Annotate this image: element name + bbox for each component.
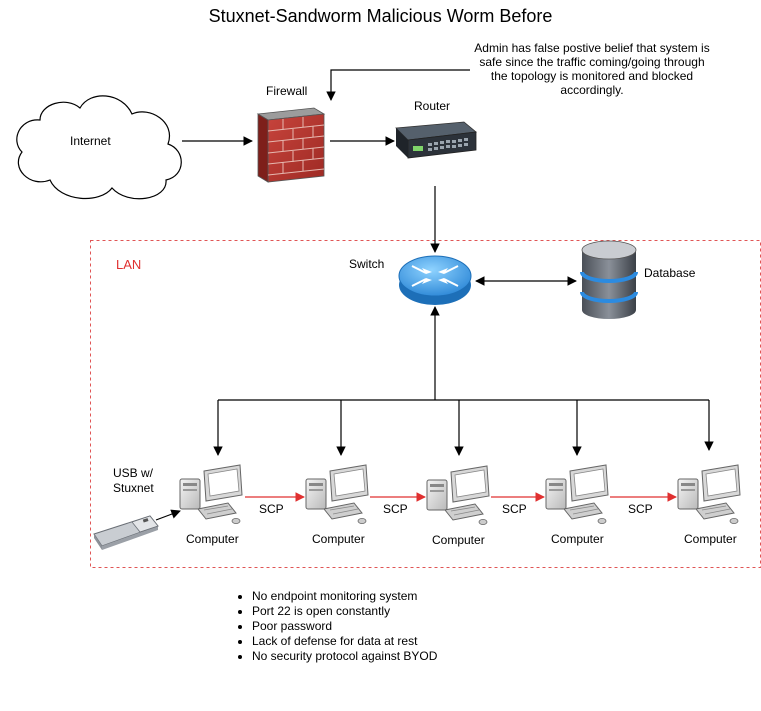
usb-drive-icon xyxy=(93,515,159,550)
database-label: Database xyxy=(644,266,696,280)
switch-label: Switch xyxy=(349,257,385,271)
issue-item: No endpoint monitoring system xyxy=(252,589,437,604)
computer-icon-5 xyxy=(677,464,741,525)
computer-label-3: Computer xyxy=(432,533,485,547)
internet-cloud-icon xyxy=(16,95,182,200)
firewall-label: Firewall xyxy=(266,84,308,98)
scp-label-1: SCP xyxy=(259,502,284,516)
computer-icon-1 xyxy=(179,464,243,525)
arrow-usb-computer-1 xyxy=(155,509,181,521)
diagram-title: Stuxnet-Sandworm Malicious Worm Before xyxy=(208,6,553,26)
firewall-icon xyxy=(256,107,326,183)
issue-item: Lack of defense for data at rest xyxy=(252,634,437,649)
computer-label-2: Computer xyxy=(312,532,365,546)
scp-label-2: SCP xyxy=(383,502,408,516)
scp-label-4: SCP xyxy=(628,502,653,516)
computer-label-1: Computer xyxy=(186,532,239,546)
internet-label: Internet xyxy=(70,134,111,148)
computer-label-4: Computer xyxy=(551,532,604,546)
issue-item: Port 22 is open constantly xyxy=(252,604,437,619)
arrow-note-firewall xyxy=(326,69,470,101)
lan-label: LAN xyxy=(116,257,142,272)
issue-item: No security protocol against BYOD xyxy=(252,649,437,664)
issue-item: Poor password xyxy=(252,619,437,634)
switch-icon xyxy=(398,255,472,305)
issues-list: No endpoint monitoring system Port 22 is… xyxy=(232,589,437,664)
router-icon xyxy=(395,121,477,159)
computer-icon-3 xyxy=(426,465,490,526)
scp-label-3: SCP xyxy=(502,502,527,516)
lan-boundary xyxy=(90,240,761,568)
database-icon xyxy=(580,240,638,319)
admin-note: Admin has false postive belief that syst… xyxy=(474,41,710,97)
usb-label: USB w/ Stuxnet xyxy=(113,466,154,495)
router-label: Router xyxy=(414,99,451,113)
computer-label-5: Computer xyxy=(684,532,737,546)
computer-icon-2 xyxy=(305,464,369,525)
computer-icon-4 xyxy=(545,464,609,525)
